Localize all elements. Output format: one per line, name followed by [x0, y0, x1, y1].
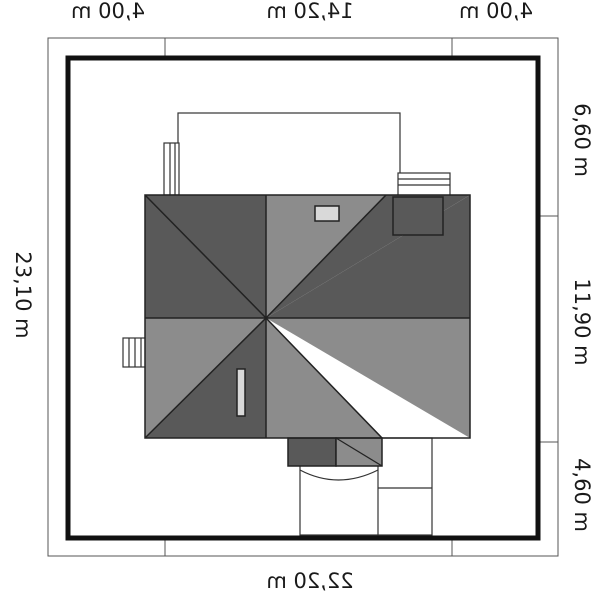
skylight-top	[314, 205, 340, 222]
roof	[144, 194, 471, 467]
entrance-porch	[287, 437, 337, 467]
outer-frame	[47, 37, 559, 557]
dim-right-bottom: 4,60 m	[570, 458, 594, 532]
roof-plane-right-lower	[266, 318, 470, 438]
dim-top-center: 14,20 m	[266, 0, 353, 23]
terrace-outline	[163, 112, 451, 199]
dim-bottom: 22,20 m	[266, 569, 353, 593]
dim-top-left: 4,00 m	[71, 0, 145, 23]
skylight-bottom	[236, 368, 246, 417]
chimney	[392, 196, 444, 236]
dimension-labels: 4,00 m 14,20 m 4,00 m 22,20 m 23,10 m 6,…	[11, 0, 594, 593]
dim-right-middle: 11,90 m	[570, 278, 594, 365]
side-steps	[122, 337, 147, 368]
plot-boundary	[65, 55, 541, 541]
dim-left: 23,10 m	[11, 251, 35, 338]
dim-right-top: 6,60 m	[570, 103, 594, 177]
dim-top-right: 4,00 m	[459, 0, 533, 23]
